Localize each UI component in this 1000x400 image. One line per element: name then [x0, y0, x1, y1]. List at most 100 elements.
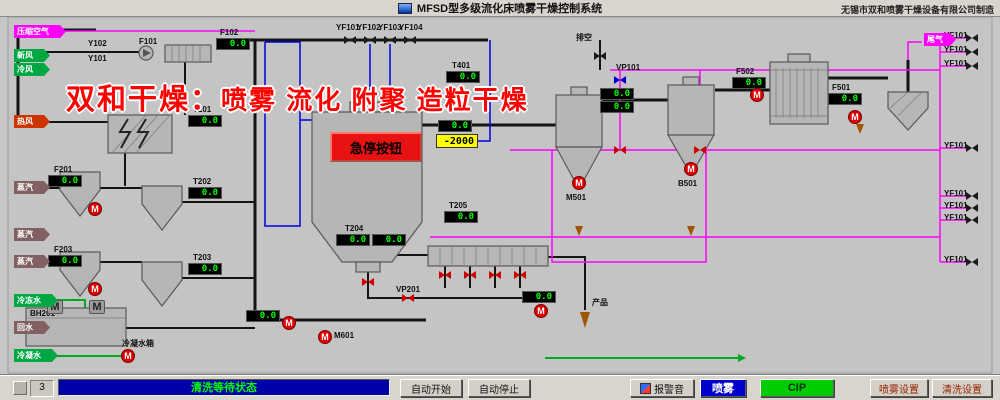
- valve-icon[interactable]: [594, 52, 606, 60]
- valve-icon[interactable]: [694, 146, 706, 154]
- valve-icon[interactable]: [966, 216, 978, 224]
- device-tag-YF104: YF104: [399, 23, 423, 32]
- separator-1-cone: [554, 146, 604, 191]
- value-display: 0.0: [48, 255, 82, 267]
- value-display: 0.0: [446, 71, 480, 83]
- device-tag-排空: 排空: [576, 33, 592, 42]
- device-tag-F101: F101: [139, 37, 158, 46]
- value-display: 0.0: [188, 115, 222, 127]
- valve-icon[interactable]: [439, 271, 451, 279]
- device-tag-YF101: YF101: [336, 23, 360, 32]
- alarm-sound-button[interactable]: 报警音: [630, 379, 694, 397]
- spray-settings-button[interactable]: 喷雾设置: [870, 379, 928, 397]
- valve-icon[interactable]: [614, 76, 626, 84]
- device-tag-YF101: YF101: [944, 189, 968, 198]
- device-tag-F201: F201: [54, 165, 73, 174]
- stream-tag-蒸汽: 蒸汽: [14, 228, 50, 241]
- device-tag-YF101: YF101: [944, 31, 968, 40]
- valve-icon[interactable]: [364, 36, 376, 44]
- valve-icon[interactable]: [614, 146, 626, 154]
- heater-f102: [164, 44, 212, 63]
- fan-blade-icon: [143, 49, 151, 57]
- valve-icon[interactable]: [966, 204, 978, 212]
- valve-icon[interactable]: [489, 271, 501, 279]
- pipes-blue: [264, 40, 491, 227]
- value-display: 0.0: [600, 88, 634, 100]
- page-title: MFSD型多级流化床喷雾干燥控制系统: [416, 3, 603, 15]
- motor-icon[interactable]: M: [121, 349, 135, 363]
- motor-icon[interactable]: M: [318, 330, 332, 344]
- motor-icon[interactable]: M: [88, 282, 102, 296]
- spray-button[interactable]: 喷雾: [700, 379, 746, 397]
- emergency-stop-button[interactable]: 急停按钮: [330, 132, 422, 162]
- device-tag-M501: M501: [566, 193, 587, 202]
- stream-tag-回水: 回水: [14, 321, 50, 334]
- motor-icon[interactable]: M: [572, 176, 586, 190]
- value-display: 0.0: [336, 234, 370, 246]
- device-tag-Y102: Y102: [88, 39, 107, 48]
- device-tag-YF103: YF103: [378, 23, 402, 32]
- stream-tag-新风: 新风: [14, 49, 50, 62]
- valve-layer: [344, 34, 978, 302]
- device-tag-VP201: VP201: [396, 285, 421, 294]
- value-display: 0.0: [246, 310, 280, 322]
- device-tag-YF101: YF101: [944, 59, 968, 68]
- valve-icon[interactable]: [966, 144, 978, 152]
- valve-icon[interactable]: [514, 271, 526, 279]
- valve-icon[interactable]: [966, 258, 978, 266]
- value-display: 0.0: [438, 120, 472, 132]
- separator-2-cone: [666, 134, 716, 177]
- valve-icon[interactable]: [402, 294, 414, 302]
- device-tag-冷凝水箱: 冷凝水箱: [122, 339, 154, 348]
- title-bar: MFSD型多级流化床喷雾干燥控制系统 无锡市双和喷雾干燥设备有限公司制造: [0, 0, 1000, 17]
- valve-icon[interactable]: [384, 36, 396, 44]
- value-display: 0.0: [188, 187, 222, 199]
- motor-icon[interactable]: M: [848, 110, 862, 124]
- valve-icon[interactable]: [966, 48, 978, 56]
- valve-icon[interactable]: [362, 278, 374, 286]
- counter-box[interactable]: 3: [30, 380, 54, 397]
- motor-icon[interactable]: M: [89, 300, 105, 314]
- device-tag-产品: 产品: [592, 298, 608, 307]
- device-tag-F502: F502: [736, 67, 755, 76]
- equipment-detail: [26, 45, 923, 319]
- value-display: 0.0: [444, 211, 478, 223]
- valve-icon[interactable]: [404, 36, 416, 44]
- valve-icon[interactable]: [966, 62, 978, 70]
- cyclone-2: [141, 185, 183, 231]
- motor-icon[interactable]: M: [88, 202, 102, 216]
- spray-button-label: 喷雾: [712, 383, 734, 395]
- device-tag-M601: M601: [334, 331, 355, 340]
- motor-icon[interactable]: M: [282, 316, 296, 330]
- value-display: 0.0: [216, 38, 250, 50]
- stream-tag-冷冻水: 冷冻水: [14, 294, 58, 307]
- motor-icon[interactable]: M: [534, 304, 548, 318]
- cip-button[interactable]: CIP: [760, 379, 834, 397]
- spray-settings-button-label: 喷雾设置: [879, 384, 919, 396]
- stream-tag-尾气: 尾气: [924, 33, 956, 46]
- auto-stop-button[interactable]: 自动停止: [468, 379, 530, 397]
- value-display: 0.0: [372, 234, 406, 246]
- cip-button-label: CIP: [787, 382, 807, 394]
- motor-icon[interactable]: M: [750, 88, 764, 102]
- value-display: 0.0: [732, 77, 766, 89]
- value-display: 0.0: [48, 175, 82, 187]
- auto-start-button[interactable]: 自动开始: [400, 379, 462, 397]
- stream-tag-热风: 热风: [14, 115, 50, 128]
- device-tag-YF101: YF101: [944, 141, 968, 150]
- valve-icon[interactable]: [966, 192, 978, 200]
- device-tag-T401: T401: [452, 61, 471, 70]
- lightning-icon: [118, 118, 150, 149]
- valve-icon[interactable]: [344, 36, 356, 44]
- valve-icon[interactable]: [464, 271, 476, 279]
- valve-icon[interactable]: [966, 34, 978, 42]
- taskbar-icon[interactable]: [13, 381, 27, 395]
- exhaust-cyclone: [887, 91, 929, 131]
- stream-tag-冷风: 冷风: [14, 63, 50, 76]
- motor-icon[interactable]: M: [684, 162, 698, 176]
- device-tag-F102: F102: [220, 28, 239, 37]
- stream-tag-蒸汽: 蒸汽: [14, 181, 50, 194]
- clean-settings-button[interactable]: 清洗设置: [932, 379, 992, 397]
